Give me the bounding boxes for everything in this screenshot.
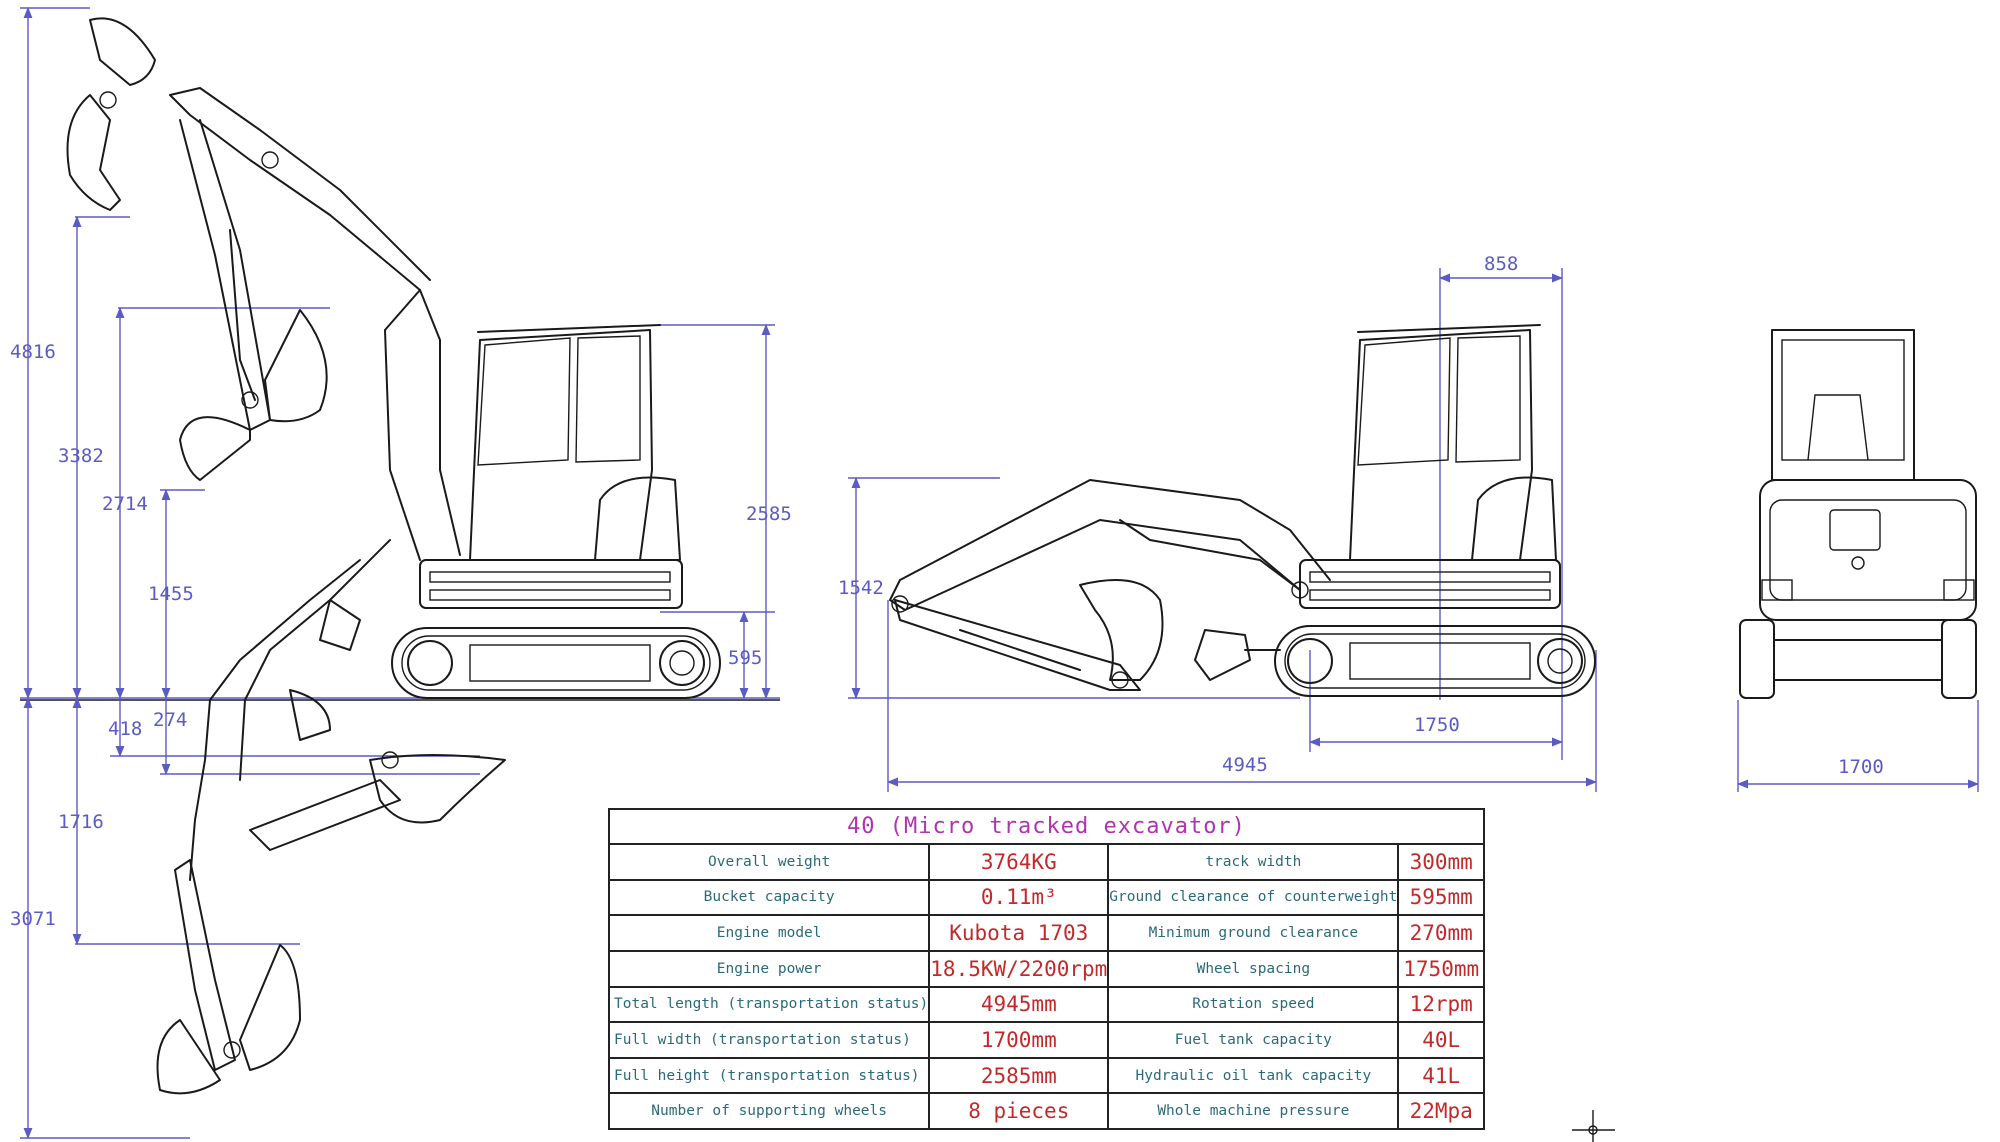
spec-value: 8 pieces	[928, 1092, 1110, 1130]
spec-value: 40L	[1397, 1021, 1485, 1059]
dim-2714: 2714	[102, 493, 148, 515]
spec-label: track width	[1107, 843, 1400, 881]
excavator-side-left	[66, 17, 721, 1095]
spec-label: Number of supporting wheels	[607, 1092, 931, 1130]
spec-label: Whole machine pressure	[1107, 1092, 1400, 1130]
spec-value: 300mm	[1397, 843, 1485, 881]
spec-table: 40 (Micro tracked excavator) Overall wei…	[607, 808, 1485, 1130]
spec-label: Ground clearance of counterweight	[1107, 878, 1400, 917]
spec-value: 18.5KW/2200rpm	[928, 949, 1110, 988]
spec-value: 12rpm	[1397, 985, 1485, 1024]
spec-label: Full height (transportation status)	[607, 1056, 931, 1095]
working-range-view: 4816 3382 2714 1455 418 274 1716 3071 25…	[10, 6, 792, 1140]
spec-value: Kubota 1703	[928, 914, 1110, 952]
spec-label: Engine power	[607, 949, 931, 988]
dim-1455: 1455	[148, 583, 194, 605]
table-row: Full height (transportation status) 2585…	[607, 1056, 1485, 1095]
spec-value: 595mm	[1397, 878, 1485, 917]
table-row: Engine power 18.5KW/2200rpm Wheel spacin…	[607, 949, 1485, 988]
spec-label: Total length (transportation status)	[607, 985, 931, 1024]
dim-4816: 4816	[10, 341, 56, 363]
spec-label: Overall weight	[607, 843, 931, 881]
spec-label: Hydraulic oil tank capacity	[1107, 1056, 1400, 1095]
spec-value: 1700mm	[928, 1021, 1110, 1059]
spec-value: 0.11m³	[928, 878, 1110, 917]
excavator-rear	[1739, 329, 1977, 699]
spec-label: Wheel spacing	[1107, 949, 1400, 988]
spec-value: 2585mm	[928, 1056, 1110, 1095]
table-row: Engine model Kubota 1703 Minimum ground …	[607, 914, 1485, 952]
spec-value: 4945mm	[928, 985, 1110, 1024]
excavator-side-transport	[889, 324, 1596, 697]
table-row: Bucket capacity 0.11m³ Ground clearance …	[607, 878, 1485, 917]
table-row: Number of supporting wheels 8 pieces Who…	[607, 1092, 1485, 1130]
spec-label: Minimum ground clearance	[1107, 914, 1400, 952]
spec-label: Bucket capacity	[607, 878, 931, 917]
transport-side-view: 1542 858 1750 4945	[838, 253, 1598, 792]
table-row: Full width (transportation status) 1700m…	[607, 1021, 1485, 1059]
spec-value: 270mm	[1397, 914, 1485, 952]
dim-3071: 3071	[10, 908, 56, 930]
dim-1700: 1700	[1838, 756, 1884, 778]
spec-table-title: 40 (Micro tracked excavator)	[608, 808, 1485, 845]
spec-value: 1750mm	[1397, 949, 1485, 988]
dim-1542: 1542	[838, 577, 884, 599]
spec-value: 22Mpa	[1397, 1092, 1485, 1130]
table-row: Total length (transportation status) 494…	[607, 985, 1485, 1024]
dim-274: 274	[153, 709, 187, 731]
dim-858: 858	[1484, 253, 1518, 275]
table-row: Overall weight 3764KG track width 300mm	[607, 843, 1485, 881]
spec-label: Engine model	[607, 914, 931, 952]
dim-4945: 4945	[1222, 754, 1268, 776]
dim-595: 595	[728, 647, 762, 669]
spec-label: Rotation speed	[1107, 985, 1400, 1024]
dim-1716: 1716	[58, 811, 104, 833]
dim-3382: 3382	[58, 445, 104, 467]
spec-value: 41L	[1397, 1056, 1485, 1095]
dim-418: 418	[108, 718, 142, 740]
spec-value: 3764KG	[928, 843, 1110, 881]
spec-label: Full width (transportation status)	[607, 1021, 931, 1059]
rear-view: 1700	[1736, 329, 1980, 792]
dim-1750: 1750	[1414, 714, 1460, 736]
crosshair-mark	[1572, 1110, 1615, 1142]
spec-label: Fuel tank capacity	[1107, 1021, 1400, 1059]
dim-2585: 2585	[746, 503, 792, 525]
